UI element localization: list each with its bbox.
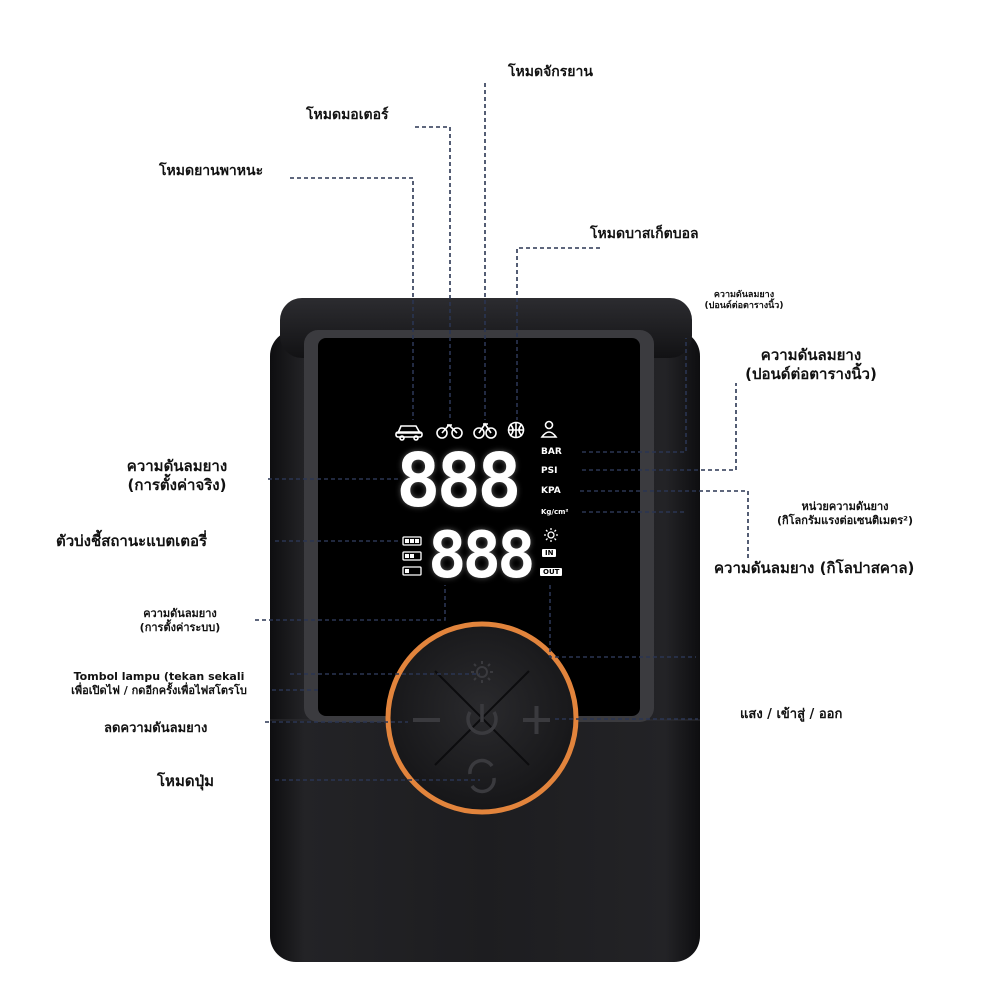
label-system-line2: (การตั้งค่าระบบ) xyxy=(139,620,221,634)
unit-kpa: KPA xyxy=(541,486,561,496)
label-psi-large: ความดันลมยาง (ปอนด์ต่อตารางนิ้ว) xyxy=(726,346,896,384)
label-kpa: ความดันลมยาง (กิโลปาสคาล) xyxy=(714,559,915,577)
label-system-setting: ความดันลมยาง (การตั้งค่าระบบ) xyxy=(120,607,240,635)
label-car-mode: โหมดยานพาหนะ xyxy=(159,163,264,179)
label-psi-small-line2: (ปอนด์ต่อตารางนิ้ว) xyxy=(704,301,784,312)
bicycle-icon xyxy=(473,422,497,439)
screen-light-icon xyxy=(544,528,558,542)
label-kgcm-line2: (กิโลกรัมแรงต่อเซนติเมตร²) xyxy=(776,513,914,527)
indicator-out: OUT xyxy=(540,568,563,576)
label-lamp-line1: Tombol lampu (tekan sekali xyxy=(73,670,245,683)
lower-pressure-digits: 888 xyxy=(428,519,536,593)
control-panel xyxy=(385,621,579,815)
label-system-line1: ความดันลมยาง xyxy=(143,607,217,620)
leader-lines xyxy=(255,83,749,781)
basketball-icon xyxy=(507,421,525,439)
user-icon xyxy=(540,420,558,438)
label-light-in-out: แสง / เข้าสู่ / ออก xyxy=(740,707,843,722)
unit-bar: BAR xyxy=(541,447,562,457)
label-actual-line2: (การตั้งค่าจริง) xyxy=(127,475,227,494)
label-button-mode: โหมดปุ่ม xyxy=(157,772,214,790)
upper-pressure-digits: 888 xyxy=(396,438,522,524)
light-icon[interactable] xyxy=(471,661,493,683)
label-bicycle-mode: โหมดจักรยาน xyxy=(508,64,593,80)
mode-icons xyxy=(395,420,558,441)
battery-icon xyxy=(402,536,422,576)
increase-button[interactable] xyxy=(523,706,550,734)
label-kgcm: หน่วยความดันยาง (กิโลกรัมแรงต่อเซนติเมตร… xyxy=(760,500,930,528)
label-decrease-pressure: ลดความดันลมยาง xyxy=(104,721,208,736)
motorcycle-icon xyxy=(436,423,463,439)
mode-cycle-icon[interactable] xyxy=(468,758,496,794)
power-icon[interactable] xyxy=(466,704,498,735)
unit-psi: PSI xyxy=(541,466,558,476)
unit-kgcm: Kg/cm² xyxy=(541,508,569,516)
label-psi-small-line1: ความดันลมยาง xyxy=(713,290,775,300)
label-kgcm-line1: หน่วยความดันยาง xyxy=(801,500,889,513)
label-basketball-mode: โหมดบาสเก็ตบอล xyxy=(590,226,699,242)
label-battery-indicator: ตัวบ่งชี้สถานะแบตเตอรี่ xyxy=(56,532,208,550)
label-motorcycle-mode: โหมดมอเตอร์ xyxy=(306,107,389,123)
car-icon xyxy=(395,425,423,441)
label-psi-large-line2: (ปอนด์ต่อตารางนิ้ว) xyxy=(745,364,877,383)
indicator-in: IN xyxy=(542,549,557,557)
label-actual-setting: ความดันลมยาง (การตั้งค่าจริง) xyxy=(112,457,242,495)
label-lamp-line2: เพื่อเปิดไฟ / กดอีกครั้งเพื่อไฟสโตรโบ xyxy=(71,683,247,697)
label-psi-small: ความดันลมยาง (ปอนด์ต่อตารางนิ้ว) xyxy=(694,290,794,313)
label-psi-large-line1: ความดันลมยาง xyxy=(760,346,862,364)
label-actual-line1: ความดันลมยาง xyxy=(126,457,228,475)
label-lamp-button: Tombol lampu (tekan sekali เพื่อเปิดไฟ /… xyxy=(44,670,274,698)
